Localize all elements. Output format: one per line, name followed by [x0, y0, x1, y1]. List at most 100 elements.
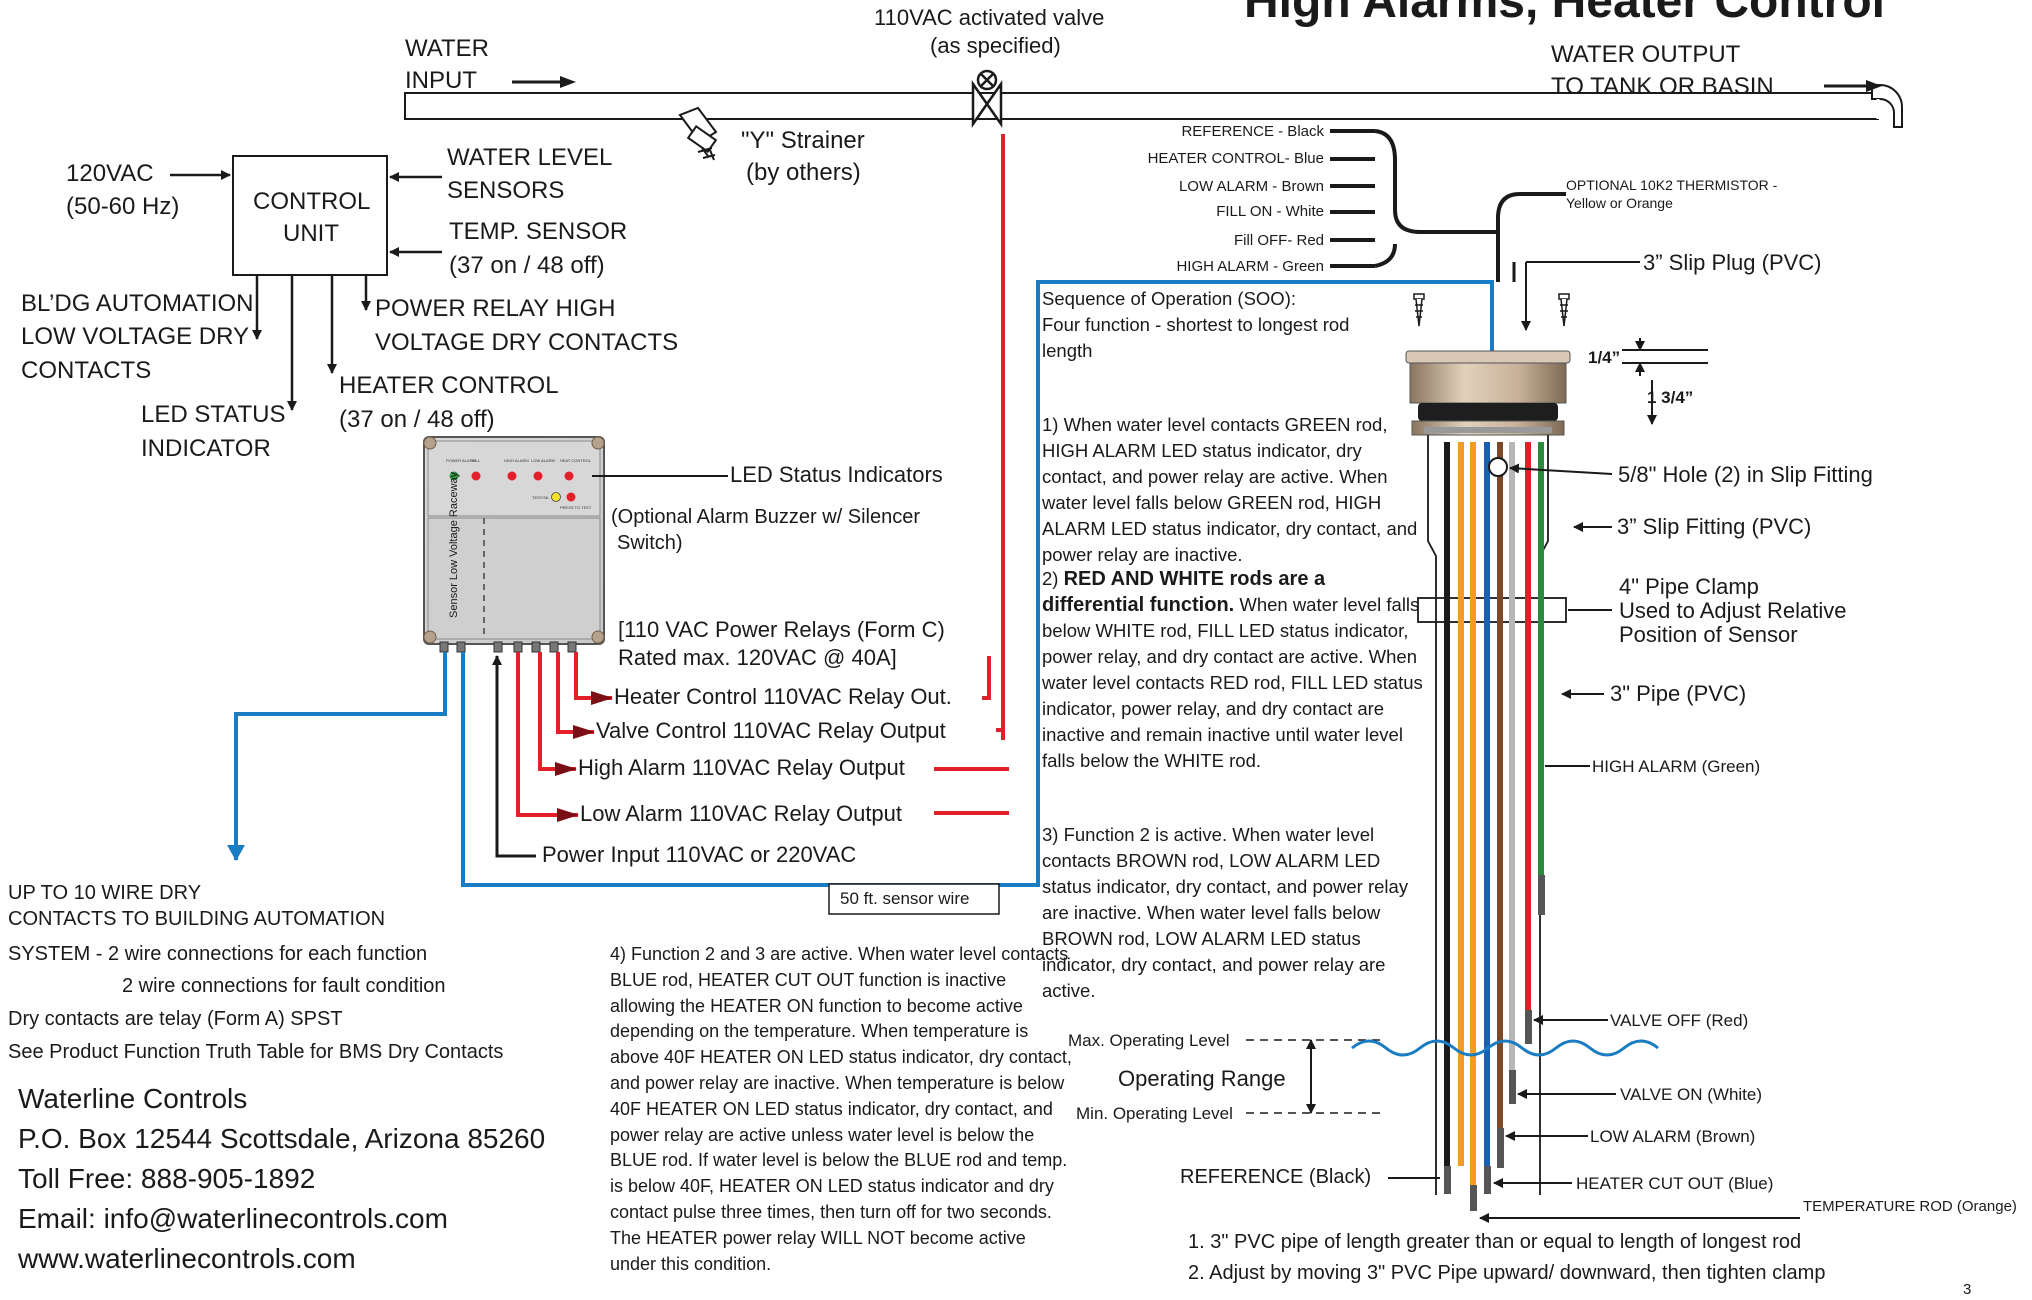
- slip-fitting-label: 3” Slip Fitting (PVC): [1617, 514, 1812, 539]
- max-level-label: Max. Operating Level: [1068, 1031, 1230, 1050]
- led-status-label: INDICATOR: [141, 435, 271, 462]
- wire-label: Fill OFF- Red: [1234, 232, 1324, 249]
- dimension-134: 1 3/4”: [1647, 388, 1694, 407]
- page-number: 3: [1963, 1281, 1972, 1298]
- water-input-label: WATER: [405, 35, 489, 62]
- valve-label: (as specified): [930, 33, 1061, 58]
- bldg-automation-label: BL’DG AUTOMATION: [21, 290, 254, 317]
- operating-range-marks: [1246, 1039, 1659, 1114]
- power-input-label: Power Input 110VAC or 220VAC: [542, 842, 857, 867]
- soo-header: Sequence of Operation (SOO):: [1042, 288, 1296, 309]
- test-label: TEST/SIL: [532, 495, 550, 500]
- led-label: LOW ALARM: [531, 458, 555, 463]
- control-unit-label: UNIT: [283, 220, 339, 247]
- rod-tips: [1444, 875, 1545, 1211]
- valve-on-rod-label: VALVE ON (White): [1620, 1085, 1763, 1104]
- dimension-lines: [1622, 338, 1708, 425]
- company-phone: Toll Free: 888-905-1892: [18, 1163, 316, 1194]
- wire-label: LOW ALARM - Brown: [1178, 178, 1324, 195]
- power-relay-label: VOLTAGE DRY CONTACTS: [375, 329, 679, 356]
- led-label: HEAT CONTROL: [560, 458, 592, 463]
- heater-cut-rod-label: HEATER CUT OUT (Blue): [1576, 1174, 1774, 1193]
- strainer-label: (by others): [746, 159, 861, 186]
- wire-label: FILL ON - White: [1216, 203, 1324, 220]
- company-address: P.O. Box 12544 Scottsdale, Arizona 85260: [18, 1123, 546, 1154]
- slip-hole-label: 5/8" Hole (2) in Slip Fitting: [1618, 462, 1873, 487]
- dimension-quarter: 1/4”: [1588, 348, 1621, 367]
- flow-arrow-icon: [512, 76, 1882, 92]
- relays-label: Rated max. 120VAC @ 40A]: [618, 645, 897, 670]
- heater-output-label: Heater Control 110VAC Relay Out.: [614, 684, 952, 709]
- led-label: FILL: [472, 458, 481, 463]
- bldg-automation-label: CONTACTS: [21, 357, 152, 384]
- relays-label: [110 VAC Power Relays (Form C): [618, 617, 945, 642]
- high-alarm-rod-label: HIGH ALARM (Green): [1592, 757, 1761, 776]
- valve-output-label: Valve Control 110VAC Relay Output: [596, 718, 946, 743]
- reference-rod-label: REFERENCE (Black): [1180, 1166, 1372, 1188]
- sensor-rods: [1444, 442, 1544, 1185]
- relay-output-arrows: [516, 652, 613, 822]
- wire-label: HEATER CONTROL- Blue: [1147, 150, 1324, 167]
- sensors-label: WATER LEVEL: [447, 144, 613, 171]
- temp-sensor-label: (37 on / 48 off): [449, 252, 605, 279]
- slip-plug-label: 3” Slip Plug (PVC): [1643, 250, 1822, 275]
- valve-off-rod-label: VALVE OFF (Red): [1610, 1011, 1749, 1030]
- buzzer-label: Switch): [617, 532, 683, 554]
- note-1: 1. 3" PVC pipe of length greater than or…: [1188, 1231, 1802, 1253]
- temperature-rod-label: TEMPERATURE ROD (Orange): [1803, 1198, 2017, 1215]
- led-status-label: LED STATUS: [141, 401, 286, 428]
- operating-range-label: Operating Range: [1118, 1066, 1286, 1091]
- bms-line: CONTACTS TO BUILDING AUTOMATION: [8, 908, 386, 930]
- control-unit-arrows: [170, 170, 442, 411]
- led-label: POWER ALARM: [446, 458, 476, 463]
- raceway-label: Sensor Low Voltage Raceway: [448, 471, 460, 618]
- bldg-automation-label: LOW VOLTAGE DRY: [21, 323, 250, 350]
- panel-connectors: [439, 641, 577, 653]
- power-input-wire: [492, 655, 536, 858]
- water-output-label: TO TANK OR BASIN: [1551, 73, 1774, 100]
- sensor-cap: [1405, 350, 1571, 436]
- valve-label: 110VAC activated valve: [874, 5, 1105, 30]
- power-in-label: (50-60 Hz): [66, 193, 180, 220]
- water-output-label: WATER OUTPUT: [1551, 41, 1741, 68]
- soo-paragraph-2: 2) RED AND WHITE rods are a differential…: [1042, 568, 1423, 771]
- page-title: High Alarms, Heater Control: [1244, 0, 1885, 28]
- note-2: 2. Adjust by moving 3" PVC Pipe upward/ …: [1188, 1262, 1826, 1284]
- company-web: www.waterlinecontrols.com: [18, 1243, 356, 1274]
- thermistor-label: Yellow or Orange: [1566, 195, 1673, 211]
- callout-lines: [1388, 261, 1800, 1223]
- company-email: Email: info@waterlinecontrols.com: [18, 1203, 448, 1234]
- water-pipe: [404, 84, 1903, 128]
- soo-paragraph-1: 1) When water level contacts GREEN rod, …: [1042, 414, 1418, 565]
- min-level-label: Min. Operating Level: [1076, 1104, 1233, 1123]
- valve-icon: [971, 69, 1003, 128]
- bms-line: UP TO 10 WIRE DRY: [8, 882, 202, 904]
- low-alarm-rod-label: LOW ALARM (Brown): [1590, 1127, 1756, 1146]
- buzzer-label: (Optional Alarm Buzzer w/ Silencer: [611, 506, 921, 528]
- temp-sensor-label: TEMP. SENSOR: [449, 218, 628, 245]
- soo-paragraph-3: 3) Function 2 is active. When water leve…: [1042, 824, 1409, 1001]
- thermistor-label: OPTIONAL 10K2 THERMISTOR -: [1566, 177, 1778, 193]
- control-unit-box: [232, 155, 388, 276]
- heater-control-label: (37 on / 48 off): [339, 406, 495, 433]
- soo-intro: Four function - shortest to longest rod …: [1042, 314, 1350, 361]
- company-name: Waterline Controls: [18, 1083, 248, 1114]
- low-alarm-output-label: Low Alarm 110VAC Relay Output: [580, 801, 903, 826]
- pipe-label: 3" Pipe (PVC): [1610, 681, 1747, 706]
- red-relay-wires: [934, 134, 1009, 815]
- heater-control-label: HEATER CONTROL: [339, 372, 559, 399]
- led-indicators-label: LED Status Indicators: [730, 462, 943, 487]
- slip-hole-icon: [1488, 457, 1508, 477]
- bms-line: 2 wire connections for fault condition: [122, 975, 446, 997]
- sensor-wire-bundle: [1330, 129, 1566, 282]
- high-alarm-output-label: High Alarm 110VAC Relay Output: [578, 755, 905, 780]
- pipe-clamp-label: 4" Pipe Clamp: [1619, 574, 1759, 599]
- sensors-label: SENSORS: [447, 177, 565, 204]
- test-label: PRESS TO TEST: [560, 505, 592, 510]
- panel-led-indicators: POWER ALARM FILL HIGH ALARM LOW ALARM HE…: [446, 458, 592, 510]
- pipe-clamp-label: Position of Sensor: [1619, 622, 1798, 647]
- bms-line: Dry contacts are telay (Form A) SPST: [8, 1008, 343, 1030]
- water-input-label: INPUT: [405, 67, 477, 94]
- power-in-label: 120VAC: [66, 160, 154, 187]
- sensor-wire-box: [828, 883, 1000, 915]
